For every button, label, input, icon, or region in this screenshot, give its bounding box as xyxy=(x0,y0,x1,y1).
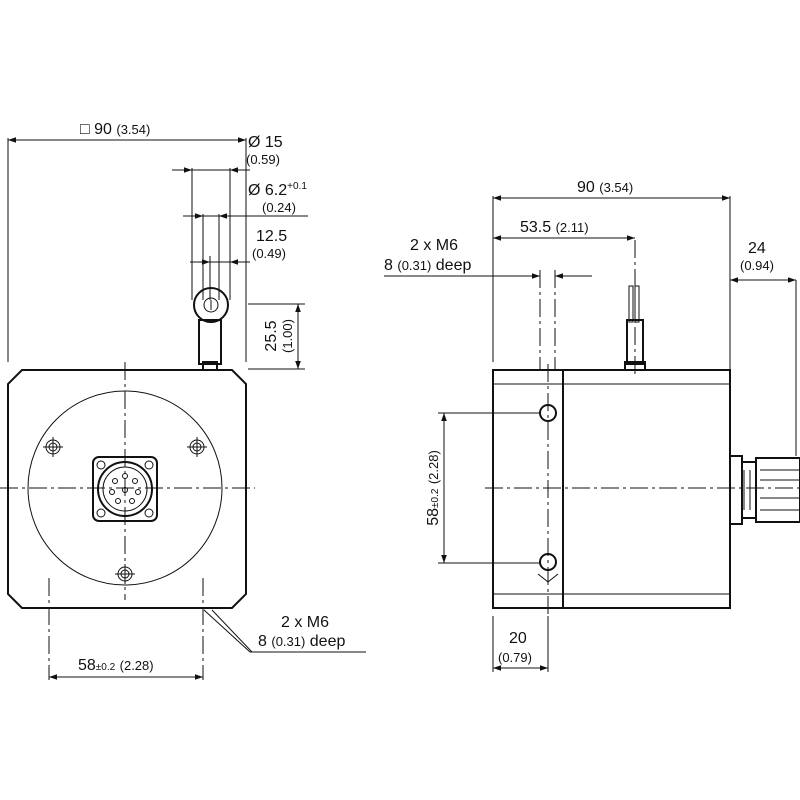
front-mount-hole-1 xyxy=(43,437,63,457)
label-depth-90: 90 (3.54) xyxy=(577,179,633,196)
front-mount-hole-2 xyxy=(187,437,207,457)
label-pitch-front: 58±0.2 (2.28) xyxy=(78,657,154,674)
label-connector-24: 24 xyxy=(748,240,766,257)
label-cable-dia: Ø 15 xyxy=(248,134,283,151)
label-thread-side-2: 8 (0.31) deep xyxy=(384,257,471,274)
front-view xyxy=(0,137,366,680)
label-flange-inch: (0.79) xyxy=(498,650,532,665)
label-width-90: □ 90 (3.54) xyxy=(80,121,150,138)
side-connector xyxy=(729,455,800,525)
label-thread-front-2: 8 (0.31) deep xyxy=(258,633,345,650)
label-cable-pos: 53.5 (2.11) xyxy=(520,219,589,236)
front-housing xyxy=(7,369,247,609)
label-bore-dia: Ø 6.2+0.1 xyxy=(248,181,307,199)
front-cable-eye xyxy=(193,287,229,371)
label-pitch-side: 58±0.2 (2.28) xyxy=(425,450,442,526)
label-eye-height: 25.5 xyxy=(263,320,280,351)
label-eye-height-inch: (1.00) xyxy=(280,319,295,353)
side-mount-hole-2 xyxy=(539,553,557,571)
front-mount-hole-3 xyxy=(115,564,135,584)
label-thread-side-1: 2 x M6 xyxy=(410,237,458,254)
label-eye-width: 12.5 xyxy=(256,228,287,245)
label-connector-inch: (0.94) xyxy=(740,258,774,273)
side-cable xyxy=(624,240,646,374)
front-connector xyxy=(92,456,158,522)
label-eye-width-inch: (0.49) xyxy=(252,246,286,261)
label-thread-front-1: 2 x M6 xyxy=(281,614,329,631)
label-bore-dia-inch: (0.24) xyxy=(262,200,296,215)
side-view xyxy=(384,195,800,672)
label-cable-dia-inch: (0.59) xyxy=(246,152,280,167)
label-flange-20: 20 xyxy=(509,630,527,647)
side-housing xyxy=(492,369,731,609)
